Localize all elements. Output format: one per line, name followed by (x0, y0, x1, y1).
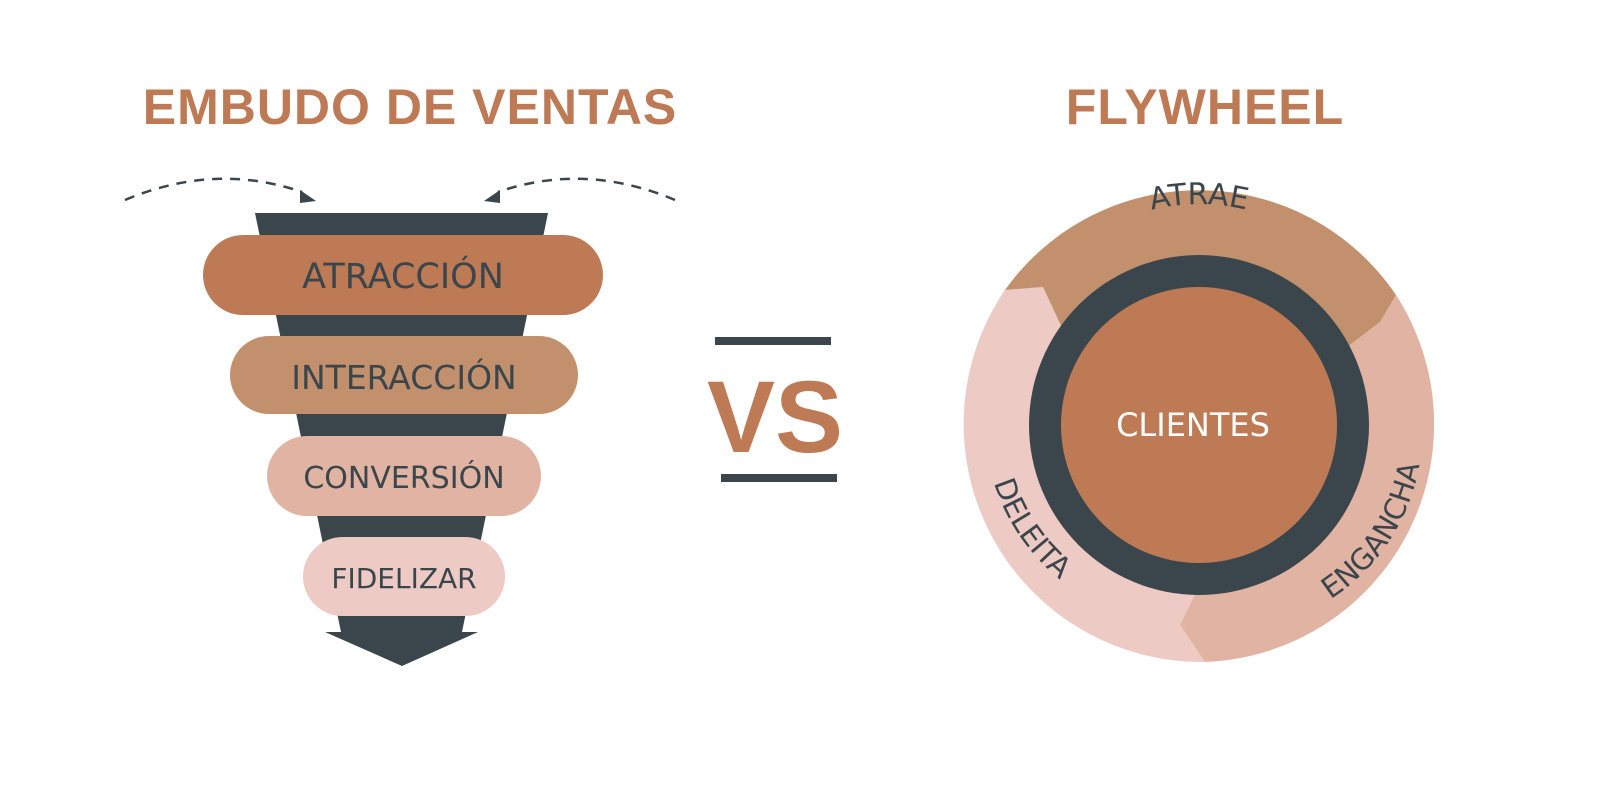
stage-label: ATRACCIÓN (302, 255, 504, 297)
stage-label: INTERACCIÓN (291, 357, 517, 397)
stage-label: CONVERSIÓN (303, 459, 504, 496)
funnel-stage-4: FIDELIZAR (303, 537, 505, 616)
stage-pill (230, 336, 578, 414)
stage-pill (203, 235, 603, 315)
wheel-segment-atrae (1005, 190, 1396, 360)
flywheel-title: FLYWHEEL (1065, 79, 1345, 135)
flywheel: CLIENTES ATRAE ENGANCHA DELEITA (963, 177, 1435, 663)
dashed-arrow-right (497, 177, 676, 202)
vs-separator: VS (707, 337, 843, 482)
sales-funnel: ATRACCIÓN INTERACCIÓN CONVERSIÓN FIDELIZ… (124, 177, 676, 666)
arrow-head-right-icon (484, 190, 500, 203)
segment-label-atrae: ATRAE (1146, 177, 1251, 217)
stage-pill (303, 537, 505, 616)
funnel-stage-3: CONVERSIÓN (267, 436, 541, 516)
arrow-head-left-icon (300, 190, 316, 203)
stage-label: FIDELIZAR (331, 562, 476, 595)
vs-label: VS (707, 360, 843, 474)
stage-pill (267, 436, 541, 516)
wheel-center-label: CLIENTES (1116, 406, 1270, 444)
funnel-stage-2: INTERACCIÓN (230, 336, 578, 414)
dashed-arrow-left (124, 177, 303, 202)
vs-bar-top (715, 337, 831, 345)
funnel-stage-1: ATRACCIÓN (203, 235, 603, 315)
wheel-center (1061, 287, 1337, 563)
funnel-title: EMBUDO DE VENTAS (142, 79, 678, 135)
vs-bar-bottom (721, 474, 837, 482)
segment-label-atrae-path: ATRAE (1146, 177, 1251, 217)
